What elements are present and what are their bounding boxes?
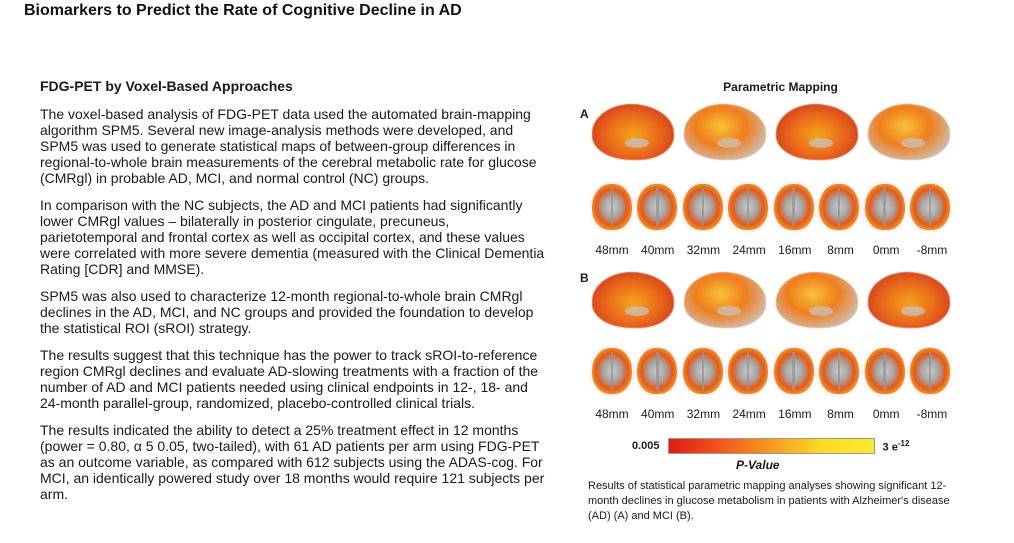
colorbar-axis-label: P-Value (736, 458, 780, 472)
brain-sagittal-image (684, 104, 766, 160)
brain-axial-image (728, 184, 769, 230)
brain-axial-image (864, 348, 905, 394)
brain-axial-image (819, 184, 860, 230)
slice-label: 0mm (872, 407, 900, 421)
slice-label: 32mm (686, 407, 721, 421)
brain-axial-image (682, 184, 723, 230)
panel-a-sagittal-row (592, 104, 950, 160)
panel-b-slice-labels: 48mm 40mm 32mm 24mm 16mm 8mm 0mm -8mm (592, 407, 952, 421)
brain-axial-image (637, 348, 678, 394)
brain-sagittal-image (592, 104, 674, 160)
page-title: Biomarkers to Predict the Rate of Cognit… (24, 2, 462, 19)
figure-caption: Results of statistical parametric mappin… (588, 480, 950, 522)
article-body: FDG-PET by Voxel-Based Approaches The vo… (40, 78, 550, 513)
paragraph-1: The voxel-based analysis of FDG-PET data… (40, 106, 537, 186)
slice-label: 40mm (641, 407, 675, 421)
slice-label: 32mm (686, 243, 721, 257)
brain-axial-image (592, 348, 632, 394)
slice-label: 48mm (595, 243, 629, 257)
paragraph-2: In comparison with the NC subjects, the … (40, 197, 545, 277)
brain-sagittal-image (868, 104, 950, 160)
brain-sagittal-image (776, 104, 858, 160)
panel-label-b: B (580, 271, 589, 285)
brain-axial-image (592, 184, 632, 230)
figure-title: Parametric Mapping (723, 80, 838, 94)
slice-label: 24mm (732, 243, 766, 257)
slice-label: 8mm (827, 243, 854, 257)
slice-label: 40mm (641, 243, 675, 257)
slice-label: 8mm (827, 407, 854, 421)
p-value-colorbar: 0.005 3 e-12 (632, 438, 909, 454)
slice-label: -8mm (916, 243, 948, 257)
brain-sagittal-image (592, 272, 674, 328)
brain-axial-image (864, 184, 905, 230)
brain-sagittal-image (868, 272, 950, 328)
panel-b-axial-row (592, 348, 950, 394)
colorbar-max-label: 3 e-12 (882, 438, 910, 454)
brain-axial-image (773, 348, 814, 394)
panel-a-axial-row (592, 184, 950, 230)
brain-sagittal-image (684, 272, 766, 328)
slice-label: 24mm (732, 407, 766, 421)
colorbar-min-label: 0.005 (632, 440, 660, 452)
brain-axial-image (819, 348, 860, 394)
panel-a-slice-labels: 48mm 40mm 32mm 24mm 16mm 8mm 0mm -8mm (592, 243, 952, 257)
paragraph-3: SPM5 was also used to characterize 12-mo… (40, 288, 534, 336)
paragraph-4: The results suggest that this technique … (40, 347, 539, 411)
colorbar-gradient (667, 438, 875, 454)
brain-axial-image (728, 348, 769, 394)
brain-sagittal-image (776, 272, 858, 328)
brain-axial-image (682, 348, 723, 394)
slice-label: -8mm (916, 407, 948, 421)
slice-label: 0mm (872, 243, 900, 257)
brain-axial-image (909, 348, 950, 394)
brain-axial-image (773, 184, 814, 230)
panel-b-sagittal-row (592, 272, 950, 328)
slice-label: 16mm (778, 243, 812, 257)
slice-label: 48mm (595, 407, 629, 421)
brain-axial-image (909, 184, 950, 230)
paragraph-5: The results indicated the ability to det… (40, 422, 545, 502)
section-heading: FDG-PET by Voxel-Based Approaches (40, 78, 293, 94)
brain-axial-image (637, 184, 678, 230)
panel-label-a: A (580, 107, 589, 121)
slice-label: 16mm (778, 407, 812, 421)
